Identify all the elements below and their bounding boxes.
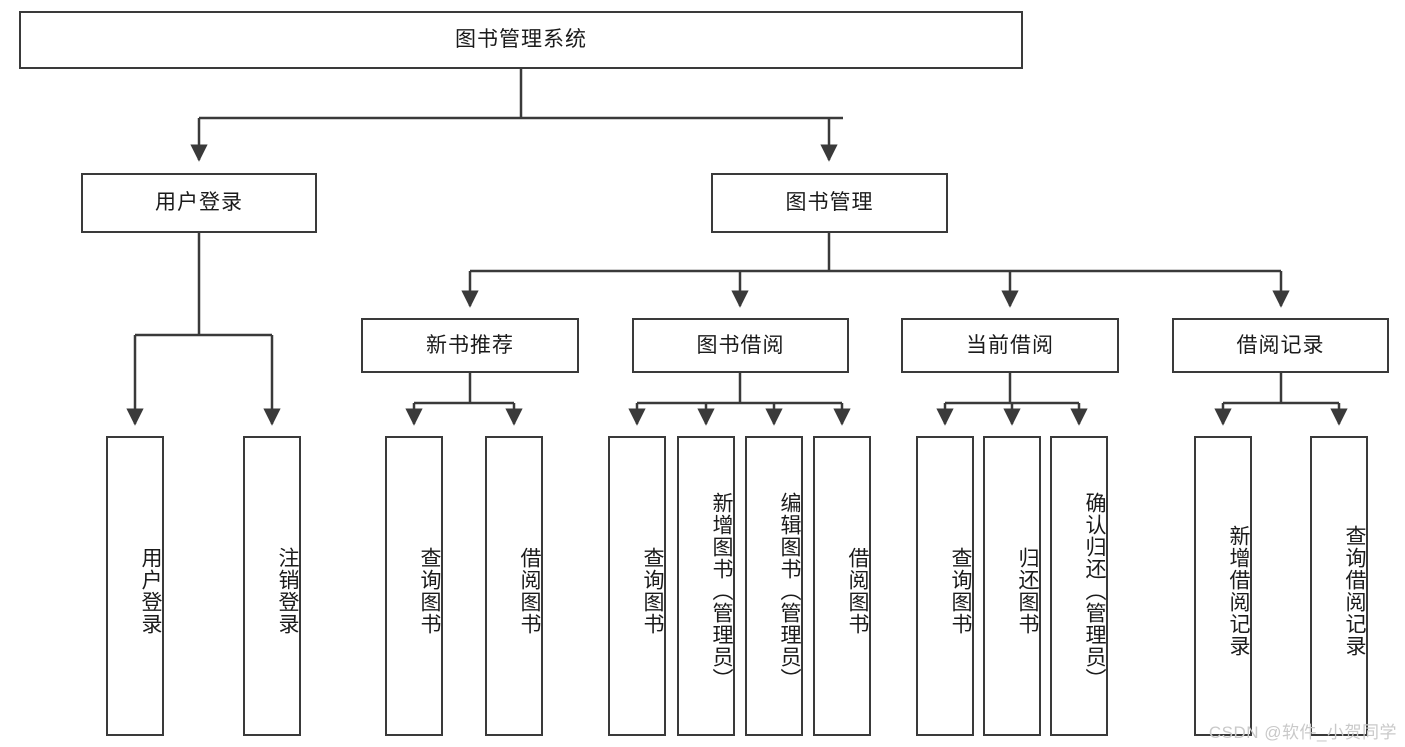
leaf-query-record[interactable]: 查询借阅记录 — [1310, 436, 1368, 736]
leaf-confirm-return-label: 确认归还（管理员） — [1083, 492, 1106, 690]
node-user-login[interactable]: 用户登录 — [81, 173, 317, 233]
leaf-query-book-2[interactable]: 查询图书 — [608, 436, 666, 736]
leaf-confirm-return[interactable]: 确认归还（管理员） — [1050, 436, 1108, 736]
leaf-return-book-label: 归还图书 — [1016, 547, 1039, 635]
leaf-borrow-book-1-label: 借阅图书 — [518, 547, 541, 635]
node-borrow-records-label: 借阅记录 — [1236, 333, 1325, 357]
leaf-logout[interactable]: 注销登录 — [243, 436, 301, 736]
node-root-label: 图书管理系统 — [455, 28, 587, 52]
leaf-add-record[interactable]: 新增借阅记录 — [1194, 436, 1252, 736]
node-current-borrow-label: 当前借阅 — [966, 333, 1054, 357]
leaf-add-book-label: 新增图书（管理员） — [710, 492, 733, 690]
node-book-management[interactable]: 图书管理 — [711, 173, 948, 233]
leaf-borrow-book-1[interactable]: 借阅图书 — [485, 436, 543, 736]
leaf-query-book-3-label: 查询图书 — [949, 547, 972, 635]
leaf-user-login[interactable]: 用户登录 — [106, 436, 164, 736]
leaf-query-book-1[interactable]: 查询图书 — [385, 436, 443, 736]
leaf-query-book-2-label: 查询图书 — [641, 547, 664, 635]
leaf-add-record-label: 新增借阅记录 — [1227, 525, 1250, 657]
leaf-query-book-1-label: 查询图书 — [418, 547, 441, 635]
leaf-user-login-label: 用户登录 — [139, 547, 162, 635]
leaf-borrow-book-2[interactable]: 借阅图书 — [813, 436, 871, 736]
leaf-query-book-3[interactable]: 查询图书 — [916, 436, 974, 736]
node-book-management-label: 图书管理 — [785, 191, 874, 215]
leaf-edit-book[interactable]: 编辑图书（管理员） — [745, 436, 803, 736]
node-root[interactable]: 图书管理系统 — [19, 11, 1023, 69]
leaf-edit-book-label: 编辑图书（管理员） — [778, 492, 801, 690]
node-borrow-records[interactable]: 借阅记录 — [1172, 318, 1389, 373]
node-new-book-recommend[interactable]: 新书推荐 — [361, 318, 579, 373]
leaf-query-record-label: 查询借阅记录 — [1343, 525, 1366, 657]
node-user-login-label: 用户登录 — [155, 191, 243, 215]
leaf-add-book[interactable]: 新增图书（管理员） — [677, 436, 735, 736]
leaf-return-book[interactable]: 归还图书 — [983, 436, 1041, 736]
leaf-logout-label: 注销登录 — [276, 547, 299, 635]
node-book-borrow-label: 图书借阅 — [696, 333, 785, 357]
node-new-book-recommend-label: 新书推荐 — [426, 333, 514, 357]
node-book-borrow[interactable]: 图书借阅 — [632, 318, 849, 373]
leaf-borrow-book-2-label: 借阅图书 — [846, 547, 869, 635]
node-current-borrow[interactable]: 当前借阅 — [901, 318, 1119, 373]
